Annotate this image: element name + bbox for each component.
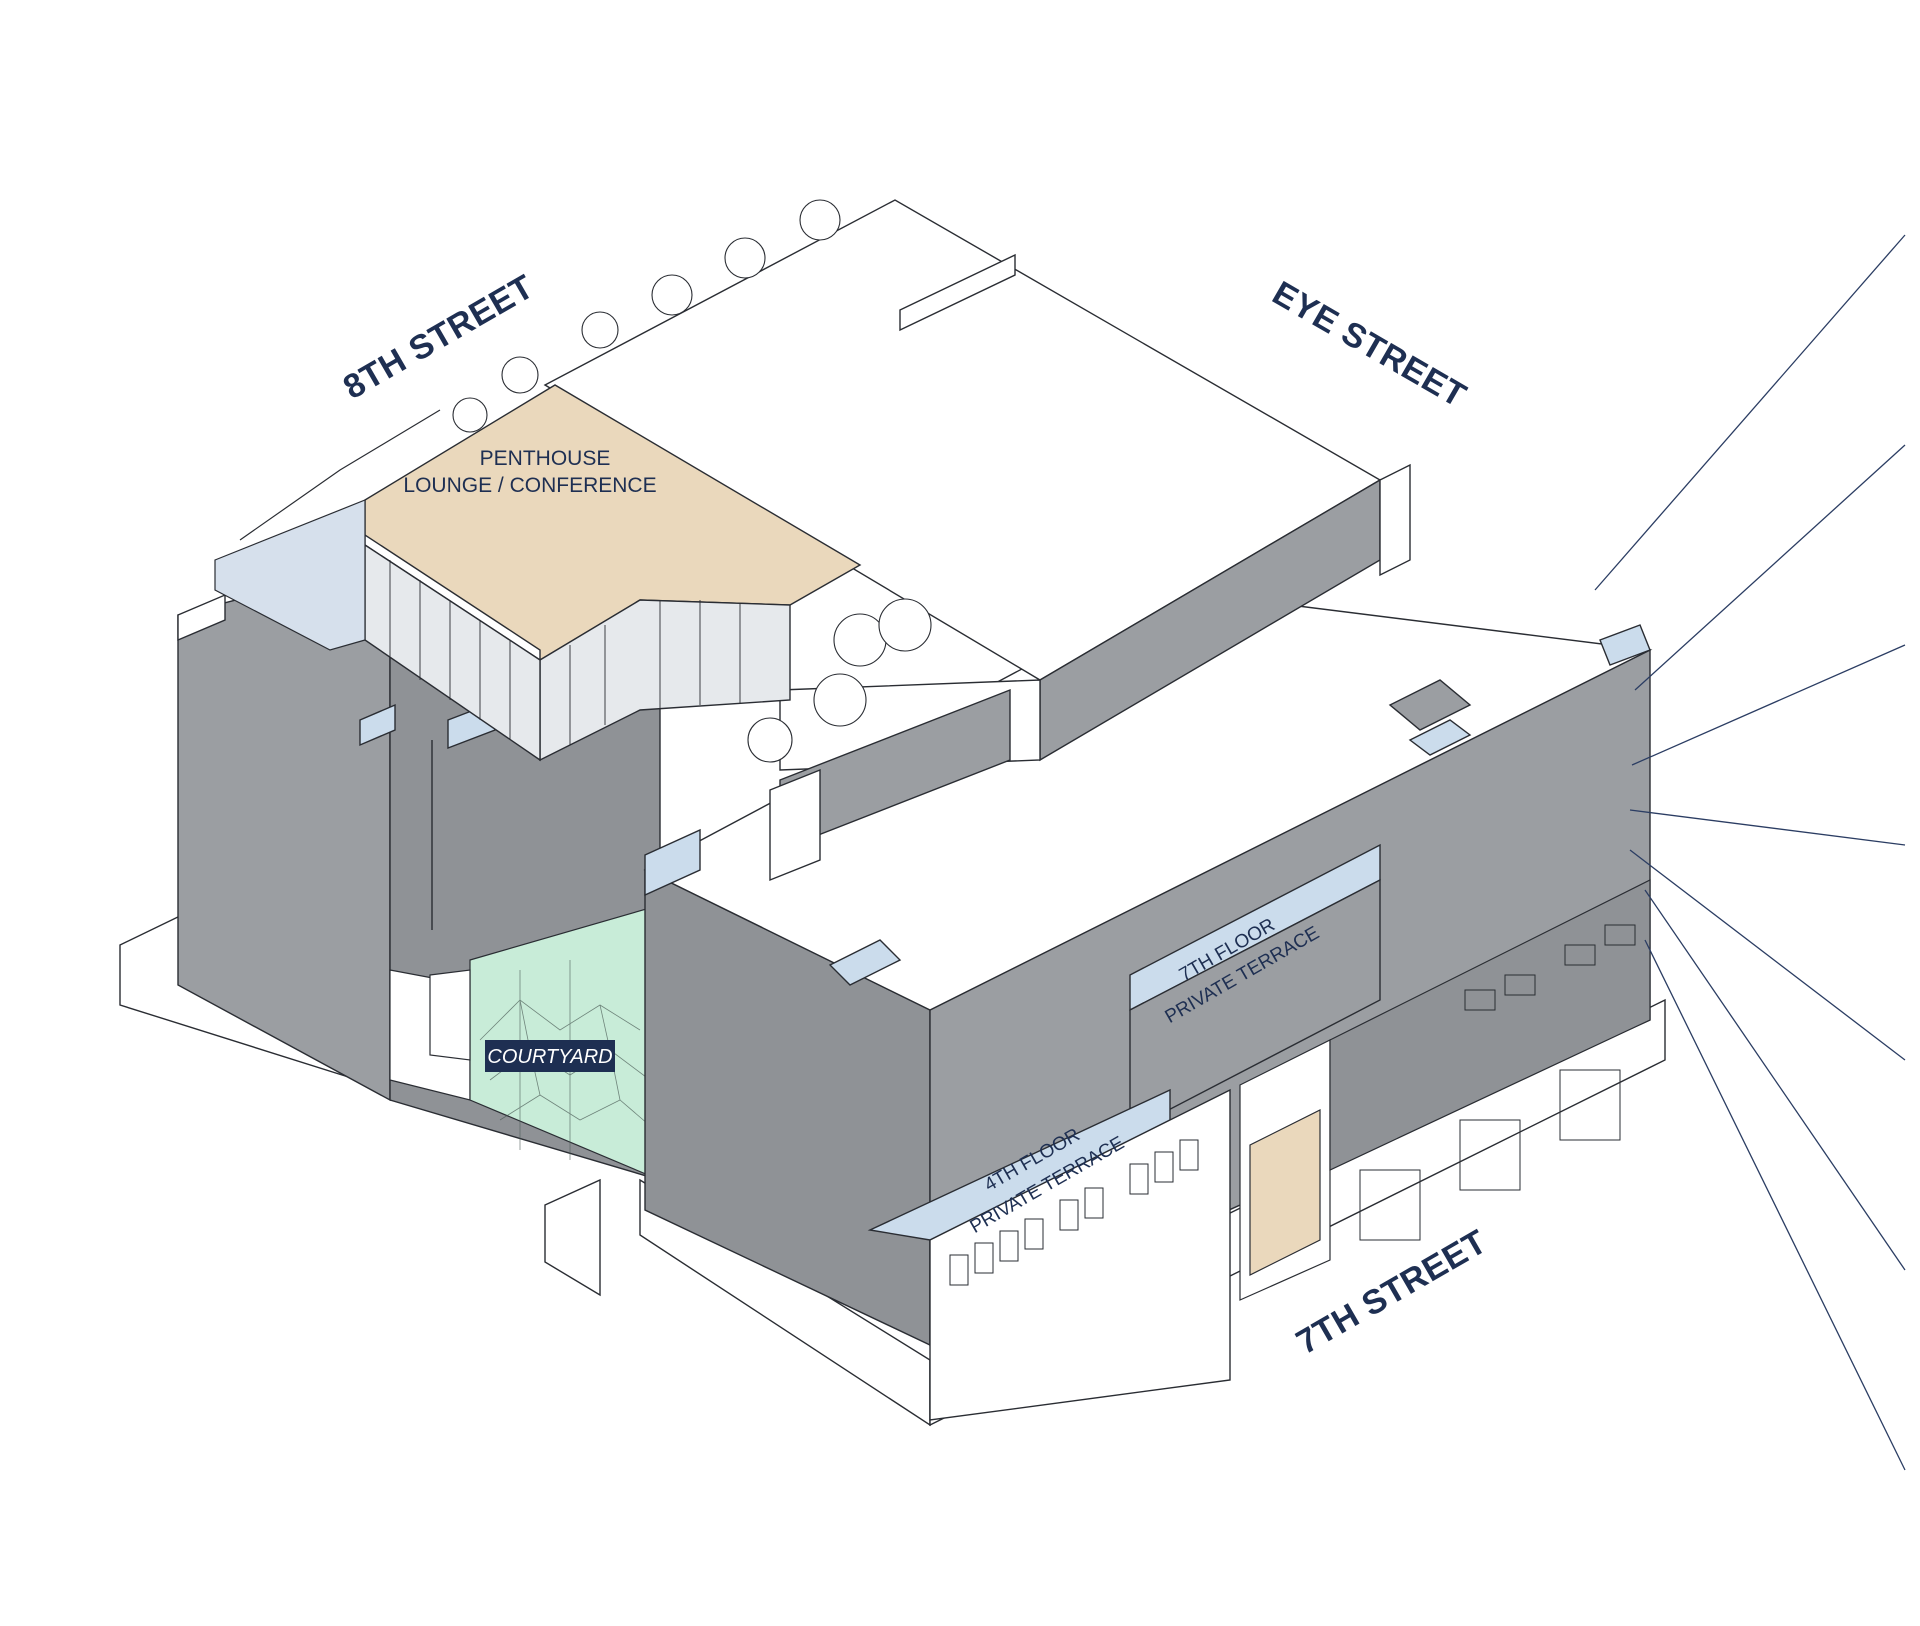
terrace-7th-floor bbox=[1129, 843, 1381, 1132]
label-penthouse-line2: LOUNGE / CONFERENCE bbox=[403, 474, 656, 497]
label-penthouse-line1: PENTHOUSE bbox=[480, 447, 611, 470]
rooftop-trees bbox=[452, 199, 932, 763]
penthouse-volume bbox=[364, 384, 862, 762]
facade-windows bbox=[949, 924, 1636, 1286]
label-courtyard: COURTYARD bbox=[487, 1046, 612, 1068]
courtyard-badge: COURTYARD bbox=[485, 1040, 615, 1072]
stair-core bbox=[769, 688, 1011, 882]
label-eye-street: EYE STREET bbox=[1266, 274, 1473, 415]
retail-facade bbox=[1239, 879, 1651, 1301]
roof-deck bbox=[214, 409, 441, 651]
leader-lines bbox=[1594, 234, 1906, 1471]
